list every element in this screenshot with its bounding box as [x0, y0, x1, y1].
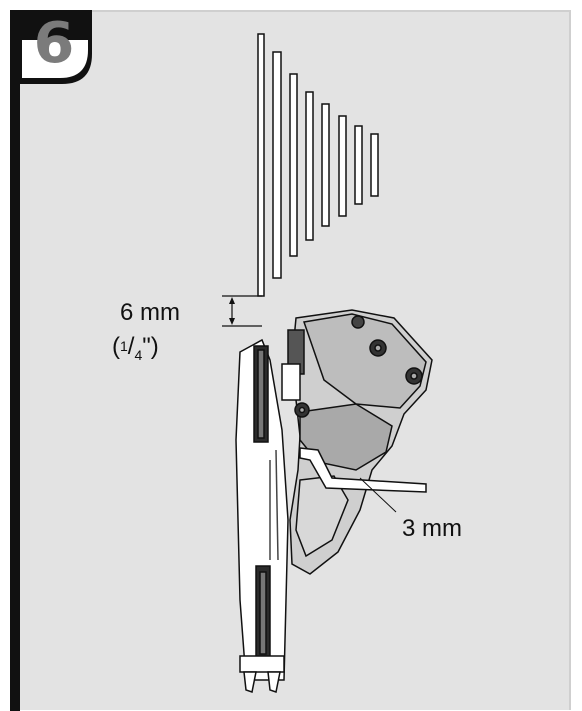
gap-measurement-label: 6 mm	[120, 299, 180, 326]
hex-key-leader	[359, 477, 397, 513]
hex-key-size-label: 3 mm	[402, 515, 462, 542]
hex-key	[299, 447, 427, 493]
gap-inch-label: (1/4")	[112, 333, 159, 364]
page-edge-bar	[10, 10, 20, 711]
derailleur-cage	[235, 338, 289, 693]
step-number: 6	[33, 11, 75, 76]
chainring-stack	[257, 33, 379, 297]
step-badge	[10, 10, 92, 84]
derailleur-body	[281, 309, 433, 575]
gap-dimension	[222, 295, 262, 327]
